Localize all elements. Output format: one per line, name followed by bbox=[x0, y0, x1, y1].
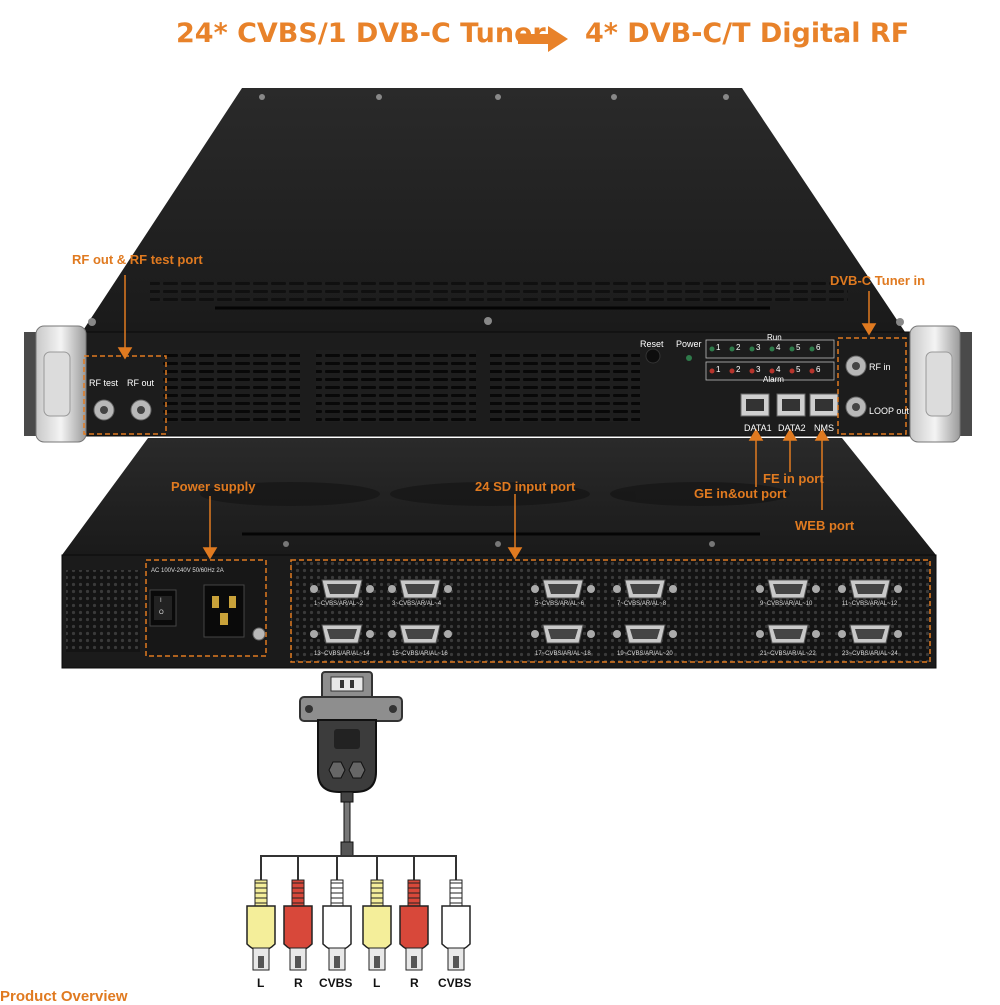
rca-plugs bbox=[246, 855, 471, 971]
db9-label-top: 9~CVBS/AR/AL~10 bbox=[760, 601, 813, 607]
db9-label-bottom: 17~CVBS/AR/AL~18 bbox=[535, 651, 591, 657]
ac-socket bbox=[203, 584, 245, 638]
db9-label-top: 11~CVBS/AR/AL~12 bbox=[842, 601, 898, 607]
callout-fe-in: FE in port bbox=[763, 471, 824, 486]
alarm-led-number: 5 bbox=[796, 365, 801, 374]
rca-label: CVBS bbox=[319, 976, 353, 990]
arrow-right-icon bbox=[518, 26, 568, 52]
switch-on-mark: I bbox=[160, 598, 162, 604]
db9-label-bottom: 15~CVBS/AR/AL~16 bbox=[392, 651, 448, 657]
rack-ear-left bbox=[24, 325, 87, 443]
breakout-cable bbox=[299, 671, 403, 857]
run-led-number: 2 bbox=[736, 343, 741, 352]
label-rf-in: RF in bbox=[869, 362, 891, 372]
chassis-top bbox=[82, 88, 905, 332]
db9-connector bbox=[388, 579, 452, 599]
ground-screw bbox=[252, 627, 266, 641]
db9-connector bbox=[756, 624, 820, 644]
run-led-number: 4 bbox=[776, 343, 781, 352]
rca-label: R bbox=[410, 976, 419, 990]
rca-label: CVBS bbox=[438, 976, 472, 990]
db9-connector bbox=[613, 579, 677, 599]
db9-label-top: 1~CVBS/AR/AL~2 bbox=[314, 601, 364, 607]
callout-sd-input: 24 SD input port bbox=[475, 479, 576, 494]
run-leds bbox=[709, 346, 815, 352]
db9-connectors bbox=[310, 579, 902, 644]
rca-label: R bbox=[294, 976, 303, 990]
alarm-led-number: 1 bbox=[716, 365, 721, 374]
callout-ge-in-out: GE in&out port bbox=[694, 486, 787, 501]
run-led-number: 6 bbox=[816, 343, 821, 352]
db9-connector bbox=[531, 579, 595, 599]
label-run: Run bbox=[767, 333, 782, 342]
power-led bbox=[686, 355, 692, 361]
rca-plug bbox=[347, 855, 471, 971]
db9-connector bbox=[310, 579, 374, 599]
rca-label: L bbox=[257, 976, 265, 990]
rack-ear-right bbox=[909, 325, 972, 443]
db9-label-bottom: 23~CVBS/AR/AL~24 bbox=[842, 651, 898, 657]
rj45-ports bbox=[740, 393, 839, 417]
label-data2: DATA2 bbox=[778, 423, 806, 433]
label-power: Power bbox=[676, 339, 702, 349]
db9-connector bbox=[388, 624, 452, 644]
reset-button bbox=[645, 348, 661, 364]
header-right-title: 4* DVB-C/T Digital RF bbox=[585, 18, 910, 49]
rf-out-connector bbox=[130, 399, 152, 421]
alarm-leds bbox=[709, 368, 815, 374]
callout-power-supply: Power supply bbox=[171, 479, 256, 494]
rca-plug bbox=[347, 855, 429, 971]
label-rf-test: RF test bbox=[89, 378, 119, 388]
db9-connector bbox=[838, 624, 902, 644]
rf-in-connector bbox=[845, 355, 867, 377]
label-rf-out: RF out bbox=[127, 378, 155, 388]
callout-dvbc-tuner-in: DVB-C Tuner in bbox=[830, 273, 926, 288]
run-led-number: 3 bbox=[756, 343, 761, 352]
top-screws bbox=[88, 94, 904, 326]
db9-label-top: 7~CVBS/AR/AL~8 bbox=[617, 601, 667, 607]
db9-label-bottom: 19~CVBS/AR/AL~20 bbox=[617, 651, 673, 657]
header-left-title: 24* CVBS/1 DVB-C Tuner bbox=[176, 18, 546, 49]
rca-plug bbox=[322, 855, 352, 971]
db9-label-bottom: 13~CVBS/AR/AL~14 bbox=[314, 651, 370, 657]
label-reset: Reset bbox=[640, 339, 664, 349]
db9-connector bbox=[756, 579, 820, 599]
footer-heading-cut: Product Overview bbox=[0, 988, 128, 1005]
label-data1: DATA1 bbox=[744, 423, 772, 433]
switch-off-mark: O bbox=[159, 610, 164, 616]
alarm-led-number: 2 bbox=[736, 365, 741, 374]
db9-connector bbox=[310, 624, 374, 644]
db9-connector bbox=[613, 624, 677, 644]
callout-web: WEB port bbox=[795, 518, 855, 533]
db9-label-top: 3~CVBS/AR/AL~4 bbox=[392, 601, 442, 607]
db9-label-bottom: 21~CVBS/AR/AL~22 bbox=[760, 651, 816, 657]
rca-label: L bbox=[373, 976, 381, 990]
power-switch bbox=[149, 589, 177, 627]
callout-rf-out-test: RF out & RF test port bbox=[72, 252, 203, 267]
alarm-led-number: 3 bbox=[756, 365, 761, 374]
alarm-led-number: 4 bbox=[776, 365, 781, 374]
alarm-led-number: 6 bbox=[816, 365, 821, 374]
label-ac-power: AC 100V-240V 50/60Hz 2A bbox=[151, 568, 224, 574]
label-alarm: Alarm bbox=[763, 375, 784, 384]
db9-label-top: 5~CVBS/AR/AL~6 bbox=[535, 601, 585, 607]
rca-plug bbox=[246, 855, 347, 971]
db9-connector bbox=[838, 579, 902, 599]
rca-plug bbox=[283, 855, 347, 971]
label-loop-out: LOOP out bbox=[869, 406, 909, 416]
rf-test-connector bbox=[93, 399, 115, 421]
rca-plug bbox=[347, 855, 392, 971]
sd-input-region bbox=[290, 559, 931, 663]
run-led-number: 5 bbox=[796, 343, 801, 352]
db9-connector bbox=[531, 624, 595, 644]
loop-out-connector bbox=[845, 396, 867, 418]
label-nms: NMS bbox=[814, 423, 834, 433]
run-led-number: 1 bbox=[716, 343, 721, 352]
